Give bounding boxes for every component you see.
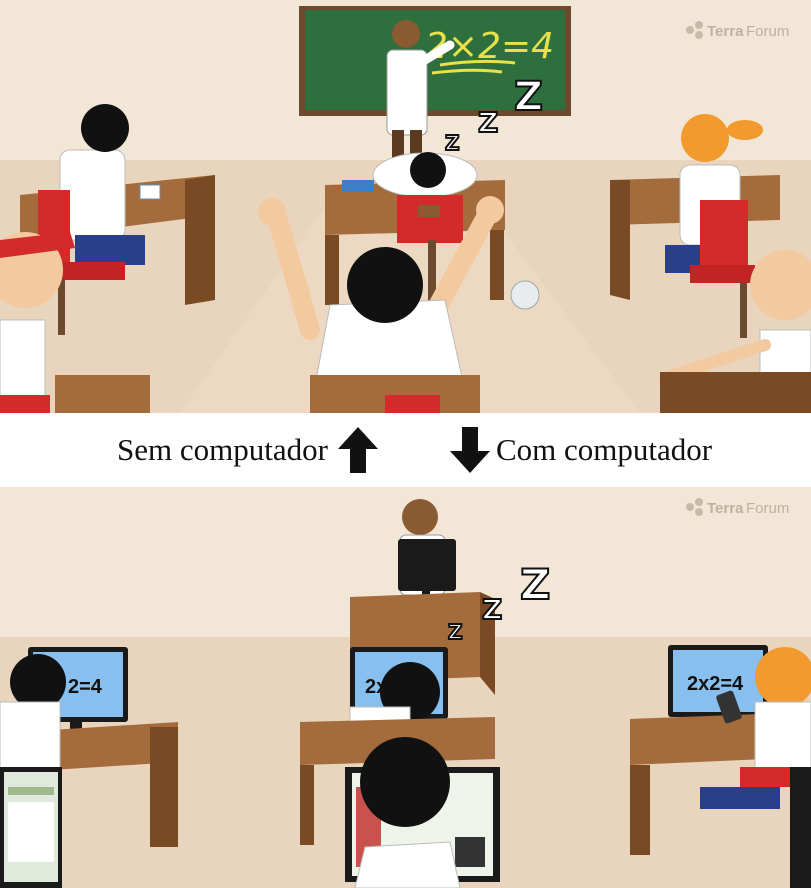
- student-front-center: [354, 737, 461, 888]
- logo-dot-icon: [695, 508, 703, 516]
- paper-ball-icon: [510, 280, 540, 310]
- desk-side: [610, 180, 630, 300]
- foreground-monitor-left: [0, 767, 62, 888]
- logo-dot-icon: [686, 503, 694, 511]
- arrow-up-icon: [337, 427, 378, 473]
- qr-code-icon: [455, 837, 485, 867]
- caption-with-computer: Com computador: [450, 418, 712, 482]
- scene-with-computers: Terra Forum Z Z Z 2=4: [0, 487, 811, 888]
- caption-label-with-computer: Com computador: [496, 432, 713, 467]
- student-left-daydreaming: [59, 104, 161, 265]
- snore-z-medium: Z: [482, 593, 502, 626]
- student-pants: [700, 787, 780, 809]
- chalk-underline-2: [431, 68, 503, 75]
- terraforum-logo: Terra Forum: [686, 498, 789, 517]
- logo-text-light: Forum: [746, 500, 789, 517]
- logo-dot-icon: [686, 26, 694, 34]
- desk-front-right: [660, 372, 811, 413]
- chalk-underline: [439, 59, 516, 67]
- snore-z-small: Z: [448, 620, 463, 644]
- snore-z-medium: Z: [478, 106, 498, 139]
- arrow-down-icon: [450, 427, 490, 473]
- desk-right-side: [630, 765, 650, 855]
- caption-label-without-computer: Sem computador: [117, 432, 328, 467]
- student-right-phone: [700, 647, 811, 809]
- teacher-head: [402, 499, 438, 535]
- chair-back: [397, 195, 463, 243]
- monitor-equation: 2x2=4: [687, 673, 744, 695]
- student-hair: [347, 247, 423, 323]
- book-icon: [342, 180, 374, 192]
- chair-front-left: [0, 395, 50, 413]
- snore-letters: Z Z Z: [444, 73, 544, 156]
- ponytail: [727, 120, 763, 140]
- student-shirt: [0, 701, 61, 773]
- logo-dot-icon: [695, 21, 703, 29]
- chair-back: [700, 200, 748, 270]
- bald-head: [750, 250, 811, 320]
- snore-z-small: Z: [445, 131, 460, 155]
- terraforum-logo: Terra Forum: [686, 21, 789, 40]
- logo-dot-icon: [695, 31, 703, 39]
- sleeping-student-hair: [410, 152, 446, 188]
- fist-left: [258, 198, 286, 226]
- red-cap: [0, 232, 75, 258]
- desk-leg: [325, 235, 339, 305]
- screen-block: [8, 787, 54, 795]
- teacher-desk-side: [480, 592, 495, 695]
- classroom-illustration-top: 2×2=4 Z Z Z Terra Forum: [0, 0, 811, 413]
- fist-right: [476, 196, 504, 224]
- chair-leg: [740, 283, 747, 338]
- student-pants: [75, 235, 145, 265]
- scene-without-computers: 2×2=4 Z Z Z Terra Forum: [0, 0, 811, 413]
- smartphone-icon: [716, 690, 742, 724]
- snore-z-large: Z: [514, 74, 543, 120]
- student-shirt: [354, 841, 461, 888]
- chair-handle: [418, 205, 440, 217]
- screen-block: [8, 802, 54, 862]
- snore-letters: Z Z Z: [447, 559, 551, 645]
- blackboard: [305, 10, 565, 110]
- student-hair: [681, 114, 729, 162]
- chair-seat: [690, 265, 755, 283]
- logo-text-bold: Terra: [707, 23, 744, 40]
- desk-side: [185, 175, 215, 305]
- classroom-illustration-bottom: Terra Forum Z Z Z 2=4: [0, 487, 811, 888]
- snore-z-large: Z: [520, 560, 550, 609]
- notebook-icon: [139, 184, 161, 200]
- student-hair: [360, 737, 450, 827]
- raised-arm-left: [265, 200, 320, 340]
- caption-without-computer: Sem computador: [117, 418, 378, 482]
- desk-leg: [490, 230, 504, 300]
- student-hair: [10, 654, 66, 710]
- chair-leg: [58, 280, 65, 335]
- logo-dot-icon: [695, 498, 703, 506]
- student-center-sleeping: [372, 152, 478, 198]
- teacher-head: [392, 20, 420, 48]
- logo-text-light: Forum: [746, 23, 789, 40]
- teacher-coat: [386, 49, 428, 136]
- monitor-equation: 2=4: [68, 676, 103, 698]
- chair-right: [690, 200, 755, 338]
- desk-left-side: [150, 727, 178, 847]
- student-hair: [81, 104, 129, 152]
- teacher-arm: [420, 40, 455, 65]
- student-hair: [755, 647, 811, 707]
- desk-leg: [300, 765, 314, 845]
- logo-text-bold: Terra: [707, 500, 744, 517]
- desk-front-left: [55, 375, 150, 413]
- monitor-screen: [398, 539, 456, 591]
- student-laughing-left: [0, 232, 75, 413]
- chair-front-center: [385, 395, 440, 413]
- foreground-monitor-right: [790, 767, 811, 888]
- student-left-tired: [0, 654, 66, 773]
